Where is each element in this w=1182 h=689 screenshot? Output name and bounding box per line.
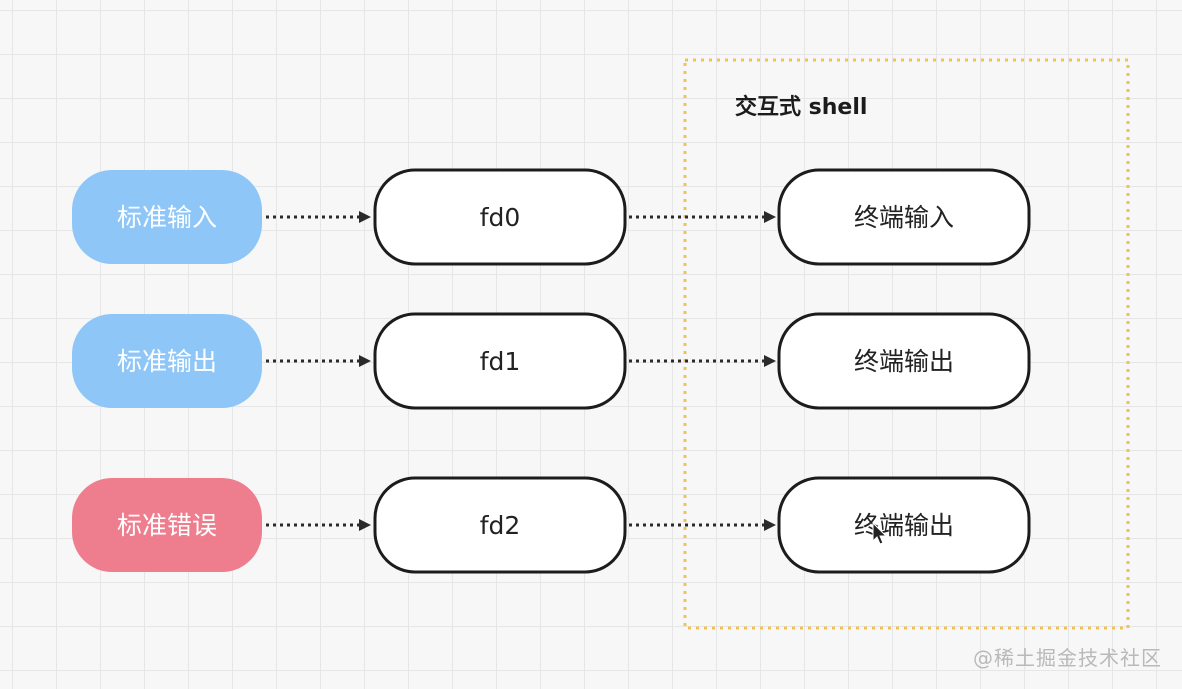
stream-stdout[interactable]: [72, 314, 262, 408]
fd2-node[interactable]: [373, 476, 627, 574]
fd1-node[interactable]: [373, 312, 627, 410]
fd0-label: fd0: [480, 203, 521, 232]
stream-stderr-label: 标准错误: [117, 511, 217, 540]
stream-stdout-label: 标准输出: [117, 347, 217, 376]
stream-stderr[interactable]: [72, 478, 262, 572]
stream-stdin-label: 标准输入: [117, 203, 217, 232]
row-stdout: 标准输出 fd1 终端输出: [72, 312, 1031, 410]
shell-container: [683, 58, 1130, 630]
terminal-error-output-label: 终端输出: [854, 511, 954, 540]
fd1-label: fd1: [480, 347, 521, 376]
shell-container-label: 交互式 shell: [735, 94, 867, 120]
fd0-node[interactable]: [373, 168, 627, 266]
stream-stdin[interactable]: [72, 170, 262, 264]
row-stdin: 标准输入 fd0 终端输入: [72, 168, 1031, 266]
watermark: @稀土掘金技术社区: [973, 646, 1162, 670]
terminal-output-label: 终端输出: [854, 347, 954, 376]
terminal-error-output-node[interactable]: [777, 476, 1031, 574]
terminal-input-label: 终端输入: [854, 203, 954, 232]
row-stderr: 标准错误 fd2 终端输出: [72, 476, 1031, 574]
mouse-cursor-icon: [872, 521, 888, 545]
terminal-input-node[interactable]: [777, 168, 1031, 266]
fd2-label: fd2: [480, 511, 521, 540]
terminal-output-node[interactable]: [777, 312, 1031, 410]
